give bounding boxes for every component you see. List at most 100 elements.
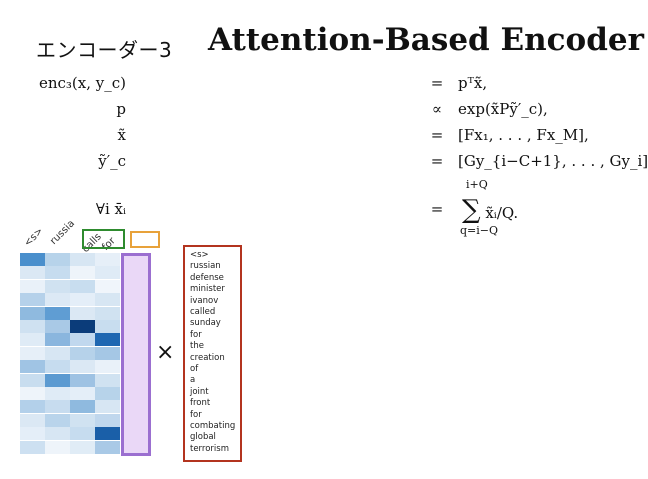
heatmap-cell	[95, 293, 120, 307]
source-word: minister	[190, 284, 225, 295]
heatmap-cell	[45, 333, 70, 347]
heatmap-cell	[95, 253, 120, 266]
heatmap-cell	[20, 320, 45, 333]
purple-attention-column	[121, 253, 151, 456]
source-word: for	[190, 409, 202, 420]
source-word: of	[190, 364, 199, 374]
equation-lhs: p	[116, 100, 126, 118]
source-word: called	[190, 307, 216, 317]
heatmap-cell	[95, 440, 120, 454]
source-word: global	[190, 432, 216, 443]
source-word: a	[190, 375, 196, 386]
heatmap-cell	[45, 320, 70, 333]
source-word: combating	[190, 421, 236, 431]
heatmap-cell	[70, 427, 95, 441]
heatmap-cell	[95, 387, 120, 400]
equation-rhs: x̃ᵢ/Q.	[485, 204, 519, 222]
sum-lower-limit: q=i−Q	[460, 224, 499, 237]
heatmap-cell	[95, 360, 120, 374]
equation-lhs: enc₃(x, y_c)	[38, 74, 126, 92]
source-word: for	[190, 329, 202, 340]
column-label: <s>	[22, 225, 46, 249]
equation-relation: =	[430, 152, 444, 170]
heatmap-cell	[45, 373, 70, 387]
heatmap-cell	[20, 413, 45, 427]
heatmap-cell	[20, 279, 45, 293]
source-word: creation	[190, 352, 225, 363]
heatmap-cell	[70, 320, 95, 333]
source-word: ivanov	[190, 295, 219, 306]
heatmap-cell	[45, 293, 70, 307]
heatmap-cell	[45, 360, 70, 374]
heatmap-cell	[20, 293, 45, 307]
heatmap-cell	[95, 373, 120, 387]
heatmap-cell	[45, 387, 70, 400]
equation-rhs: pᵀx̃,	[458, 74, 488, 92]
column-label: russia	[48, 218, 78, 247]
source-word: sunday	[190, 318, 221, 329]
sum-upper-limit: i+Q	[466, 178, 488, 191]
heatmap-cell	[70, 360, 95, 374]
equation-lhs: x̃	[117, 126, 126, 144]
heatmap-cell	[45, 306, 70, 320]
heatmap-cell	[70, 373, 95, 387]
heatmap-cell	[95, 346, 120, 360]
heatmap-cell	[70, 266, 95, 280]
source-word: front	[190, 398, 211, 409]
heatmap-cell	[20, 387, 45, 400]
source-word: the	[190, 341, 204, 352]
heatmap-cell	[70, 346, 95, 360]
heatmap-cell	[95, 333, 120, 347]
equation-rhs: [Fx₁, . . . , Fx_M],	[458, 126, 589, 144]
heatmap-cell	[95, 427, 120, 441]
heatmap-cell	[45, 427, 70, 441]
sum-symbol: ∑	[462, 195, 481, 225]
slide-label: エンコーダー3	[36, 38, 173, 62]
green-label-box	[82, 229, 125, 249]
equation-relation: =	[430, 126, 444, 144]
heatmap-cell	[20, 373, 45, 387]
heatmap-cell	[70, 333, 95, 347]
heatmap-cell	[20, 306, 45, 320]
heatmap-cell	[45, 266, 70, 280]
heatmap-cell	[70, 387, 95, 400]
heatmap-cell	[20, 333, 45, 347]
equation-lhs: ∀i x̄ᵢ	[95, 200, 126, 218]
heatmap-cell	[20, 400, 45, 414]
heatmap-cell	[20, 346, 45, 360]
multiply-symbol: ×	[156, 340, 175, 365]
source-word: joint	[190, 386, 209, 397]
heatmap-cell	[45, 279, 70, 293]
attention-heatmap	[20, 253, 120, 455]
orange-label-box	[130, 231, 160, 248]
source-word: terrorism	[190, 443, 229, 454]
slide-title: Attention-Based Encoder	[208, 22, 644, 58]
source-word: russian	[190, 261, 221, 272]
equation-relation: =	[430, 74, 444, 92]
equation-lhs: ỹ′_c	[98, 152, 126, 170]
heatmap-cell	[45, 413, 70, 427]
equation-rhs: exp(x̃Pỹ′_c),	[458, 100, 548, 118]
heatmap-cell	[20, 360, 45, 374]
heatmap-cell	[70, 253, 95, 266]
equation-rhs-group: ∑ x̃ᵢ/Q.	[462, 197, 519, 223]
heatmap-cell	[20, 266, 45, 280]
heatmap-cell	[70, 279, 95, 293]
heatmap-cell	[70, 413, 95, 427]
equation-rhs: [Gy_{i−C+1}, . . . , Gy_i]	[458, 152, 648, 170]
heatmap-cell	[20, 440, 45, 454]
heatmap-cell	[20, 253, 45, 266]
heatmap-cell	[95, 413, 120, 427]
equation-relation: =	[430, 200, 444, 218]
heatmap-cell	[70, 306, 95, 320]
heatmap-cell	[95, 306, 120, 320]
heatmap-cell	[45, 253, 70, 266]
heatmap-cell	[45, 440, 70, 454]
heatmap-cell	[95, 279, 120, 293]
heatmap-cell	[70, 293, 95, 307]
heatmap-cell	[20, 427, 45, 441]
heatmap-cell	[70, 400, 95, 414]
heatmap-cell	[45, 400, 70, 414]
heatmap-cell	[70, 440, 95, 454]
source-words-box	[183, 245, 242, 462]
